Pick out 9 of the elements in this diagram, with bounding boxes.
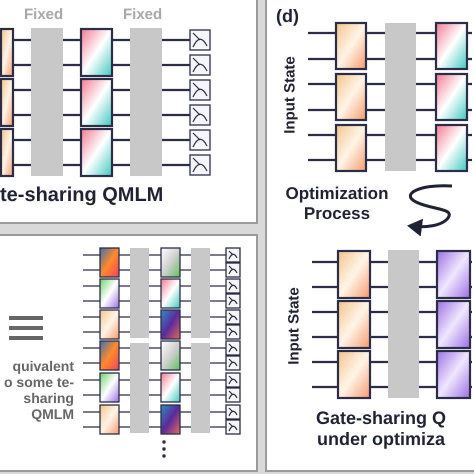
description-text: quivalent o some te-sharing QMLM <box>2 358 74 422</box>
panel-label: (d) <box>276 6 299 27</box>
panel-title: te-sharing QMLM <box>0 184 164 207</box>
axis-label: Input State <box>285 287 303 365</box>
axis-label: Input State <box>281 56 299 134</box>
column-label: Fixed <box>24 6 64 24</box>
process-label: Optimization Process <box>284 184 390 224</box>
panel-title: Gate-sharing Q under optimiza <box>314 408 448 450</box>
column-label: Fixed <box>123 6 162 24</box>
